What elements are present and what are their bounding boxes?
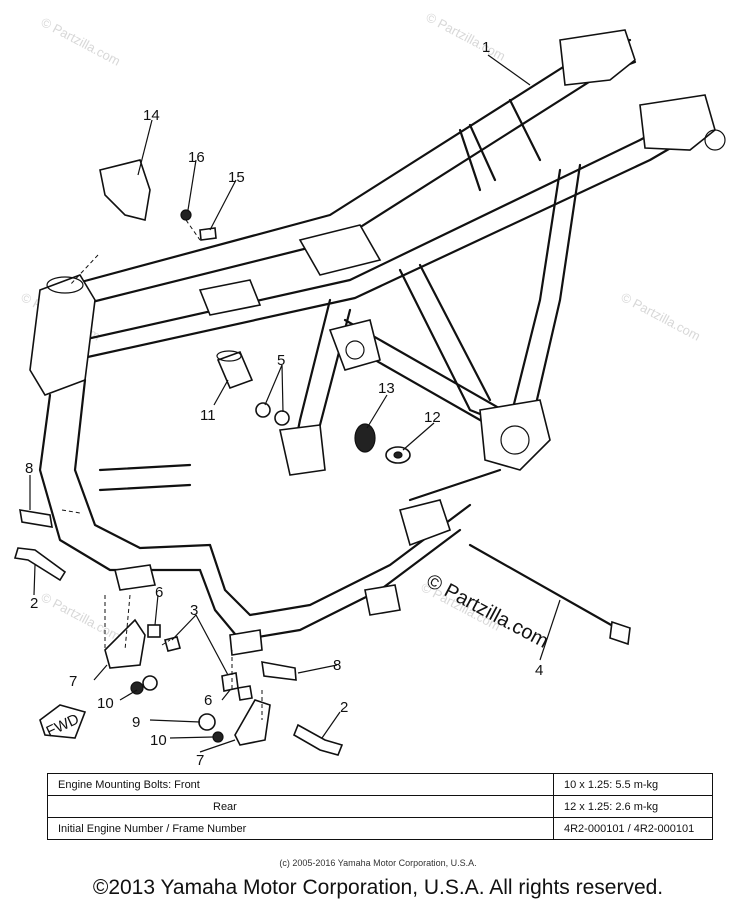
part-13-damper [354, 423, 376, 453]
callout-13: 13 [378, 380, 395, 397]
callout-6: 6 [155, 584, 163, 601]
spec-table: Engine Mounting Bolts: Front 10 x 1.25: … [47, 773, 713, 840]
table-row: Initial Engine Number / Frame Number 4R2… [47, 817, 713, 840]
part-6-nut [221, 672, 239, 692]
callout-9: 9 [132, 714, 140, 731]
watermark-faint: © Partzilla.com [619, 289, 703, 343]
frame-diagram: © Partzilla.com © Partzilla.com © Partzi… [13, 9, 726, 769]
callout-10: 10 [150, 732, 167, 749]
callout-11: 11 [200, 407, 216, 424]
table-row: Rear 12 x 1.25: 2.6 m-kg [47, 795, 713, 818]
part-10-washer [130, 681, 144, 695]
spec-label: Rear [47, 795, 554, 818]
copyright-small: (c) 2005-2016 Yamaha Motor Corporation, … [279, 858, 477, 868]
part-8-bolt [19, 509, 53, 528]
part-9-nut [198, 713, 216, 731]
callout-10: 10 [97, 695, 114, 712]
guide-lines [61, 219, 263, 720]
callout-8: 8 [25, 460, 33, 477]
part-7-plate [104, 618, 146, 669]
part-16-nut [180, 209, 192, 221]
callout-8: 8 [333, 657, 341, 674]
table-row: Engine Mounting Bolts: Front 10 x 1.25: … [47, 773, 713, 796]
callout-5: 5 [277, 352, 285, 369]
parts [13, 159, 631, 756]
spec-value: 4R2-000101 / 4R2-000101 [553, 817, 713, 840]
part-11-damper [216, 350, 254, 390]
callout-4: 4 [535, 662, 543, 679]
callout-2: 2 [340, 699, 348, 716]
frame-assembly [29, 29, 726, 656]
callout-3: 3 [190, 602, 198, 619]
watermark-faint: © Partzilla.com [39, 14, 123, 68]
part-6-nut [237, 685, 253, 701]
callout-2: 2 [30, 595, 38, 612]
fwd-arrow [39, 704, 87, 739]
watermark-faint: © Partzilla.com [424, 9, 508, 63]
spec-value: 10 x 1.25: 5.5 m-kg [553, 773, 713, 796]
part-14-cover [99, 159, 151, 221]
part-7-plate [234, 699, 271, 746]
leader-lines [29, 54, 561, 753]
part-2-bolt [13, 547, 67, 582]
part-10-washer [212, 731, 224, 743]
callout-7: 7 [69, 673, 77, 690]
spec-value: 12 x 1.25: 2.6 m-kg [553, 795, 713, 818]
callout-14: 14 [143, 107, 160, 124]
callout-7: 7 [196, 752, 204, 769]
callout-16: 16 [188, 149, 205, 166]
part-15-bolt [199, 227, 217, 241]
copyright-main: ©2013 Yamaha Motor Corporation, U.S.A. A… [92, 876, 664, 899]
callout-6: 6 [204, 692, 212, 709]
part-5-collar [274, 410, 290, 426]
part-9-nut [142, 675, 158, 691]
spec-label: Initial Engine Number / Frame Number [47, 817, 554, 840]
spec-label: Engine Mounting Bolts: Front [47, 773, 554, 796]
watermark-faint: © Partzilla.com [39, 589, 123, 643]
part-8-bolt [261, 661, 297, 681]
watermark-main: © Partzilla.com [423, 570, 552, 653]
part-4-long-bolt [468, 543, 622, 632]
callout-1: 1 [482, 39, 490, 56]
part-5-collar [255, 402, 271, 418]
callout-12: 12 [424, 409, 441, 426]
part-2-bolt [292, 723, 344, 756]
part-6-nut [147, 624, 161, 638]
callout-15: 15 [228, 169, 245, 186]
